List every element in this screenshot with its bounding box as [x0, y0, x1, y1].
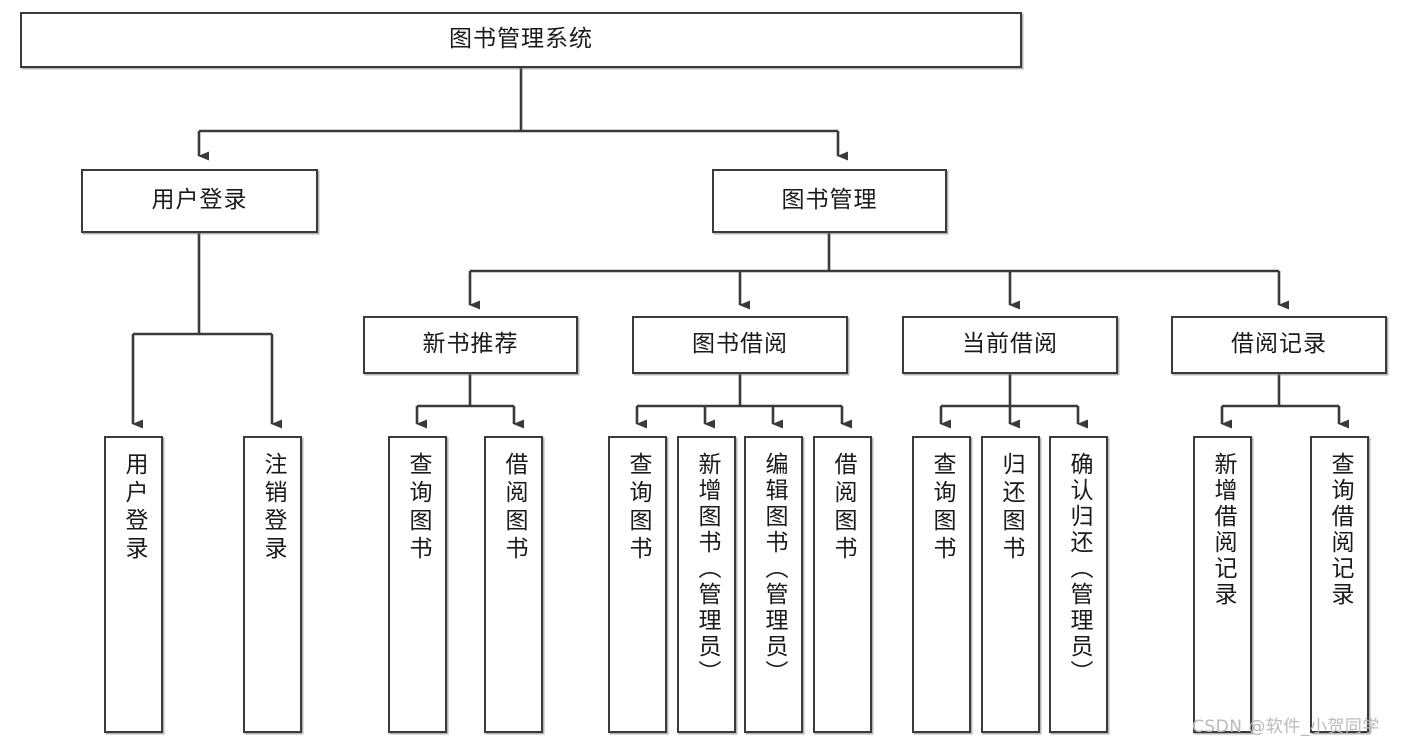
node-leaf-query-book-borrow[interactable]: 查询图书 [608, 436, 667, 733]
node-leaf-borrow-book-recommend[interactable]: 借阅图书 [484, 436, 543, 733]
node-new-book-recommend[interactable]: 新书推荐 [363, 316, 578, 374]
node-leaf-query-book-current[interactable]: 查询图书 [912, 436, 971, 733]
node-user-login[interactable]: 用户登录 [81, 169, 318, 233]
node-label: 新书推荐 [422, 331, 519, 358]
node-label: 归还图书 [998, 452, 1024, 564]
node-label: 借阅记录 [1231, 331, 1327, 358]
node-leaf-return-book[interactable]: 归还图书 [981, 436, 1040, 733]
node-current-borrow[interactable]: 当前借阅 [902, 316, 1118, 374]
node-label: 查询图书 [625, 452, 651, 564]
node-leaf-logout[interactable]: 注销登录 [243, 436, 302, 733]
node-label: 查询图书 [405, 452, 431, 564]
node-leaf-add-book-admin[interactable]: 新增图书（管理员） [677, 436, 736, 733]
node-label: 当前借阅 [962, 331, 1058, 358]
node-label: 借阅图书 [501, 452, 527, 564]
node-label: 编辑图书（管理员） [761, 452, 787, 686]
node-label: 新增图书（管理员） [694, 452, 720, 686]
node-label: 注销登录 [260, 452, 286, 564]
node-leaf-add-borrow-record[interactable]: 新增借阅记录 [1193, 436, 1252, 733]
node-book-management[interactable]: 图书管理 [712, 169, 947, 233]
node-label: 用户登录 [151, 187, 248, 214]
node-leaf-user-login[interactable]: 用户登录 [104, 436, 163, 733]
node-leaf-query-borrow-record[interactable]: 查询借阅记录 [1310, 436, 1369, 733]
node-book-borrow[interactable]: 图书借阅 [632, 316, 848, 374]
node-borrow-record[interactable]: 借阅记录 [1171, 316, 1387, 374]
node-label: 查询图书 [929, 452, 955, 564]
node-leaf-edit-book-admin[interactable]: 编辑图书（管理员） [744, 436, 803, 733]
node-leaf-query-book-recommend[interactable]: 查询图书 [388, 436, 447, 733]
node-label: 用户登录 [121, 452, 147, 564]
node-label: 借阅图书 [830, 452, 856, 564]
node-leaf-borrow-book[interactable]: 借阅图书 [813, 436, 872, 733]
node-label: 确认归还（管理员） [1066, 452, 1092, 686]
node-label: 新增借阅记录 [1210, 452, 1236, 608]
node-label: 图书管理 [781, 187, 878, 214]
node-label: 图书管理系统 [449, 26, 593, 53]
node-root-system[interactable]: 图书管理系统 [20, 12, 1022, 68]
node-leaf-confirm-return-admin[interactable]: 确认归还（管理员） [1049, 436, 1108, 733]
node-label: 图书借阅 [692, 331, 788, 358]
node-label: 查询借阅记录 [1327, 452, 1353, 608]
